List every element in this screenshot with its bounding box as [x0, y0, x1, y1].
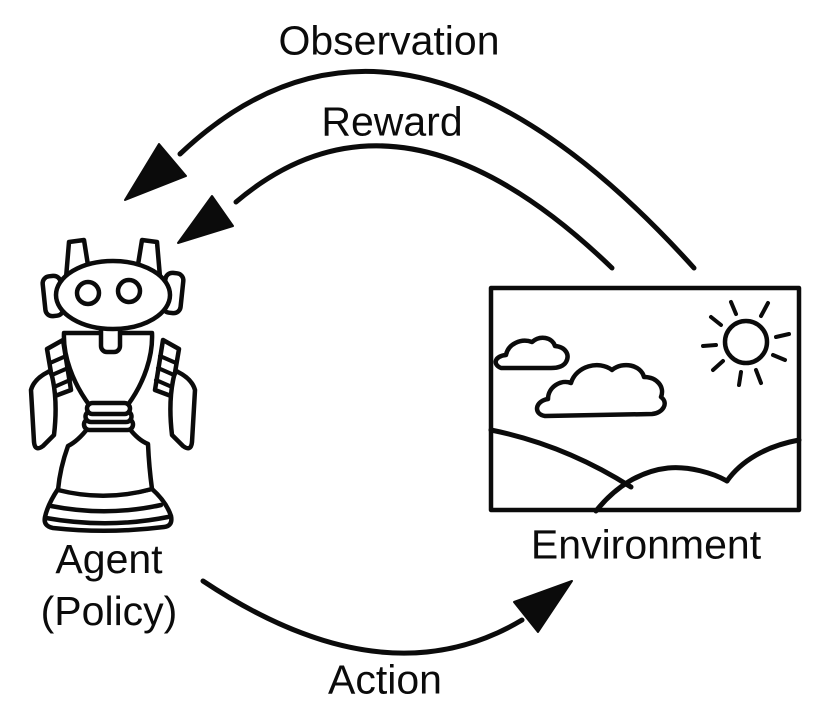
observation-arrowhead-icon — [124, 143, 187, 201]
small-cloud-icon — [493, 335, 570, 371]
robot-right-eye — [115, 277, 143, 305]
action-arrow — [200, 578, 573, 656]
hills-icon — [488, 427, 802, 514]
reward-arrow — [177, 143, 615, 271]
observation-arrow — [124, 68, 697, 271]
landscape-icon — [488, 285, 802, 514]
big-cloud-icon — [534, 362, 667, 419]
observation-label: Observation — [278, 17, 500, 64]
reward-label: Reward — [321, 98, 463, 145]
robot-left-hand — [28, 369, 58, 451]
agent-label: Agent (Policy) — [41, 533, 178, 637]
reward-arrowhead-icon — [177, 195, 234, 244]
action-arrowhead-icon — [513, 580, 573, 633]
environment-label: Environment — [530, 521, 762, 568]
robot-left-eye — [74, 279, 102, 307]
sun-icon — [701, 300, 791, 387]
agent-label-line1: Agent — [55, 536, 163, 582]
action-label: Action — [328, 656, 442, 703]
agent-label-line2: (Policy) — [40, 588, 178, 634]
robot-icon — [28, 237, 198, 534]
robot-right-hand — [168, 369, 198, 451]
